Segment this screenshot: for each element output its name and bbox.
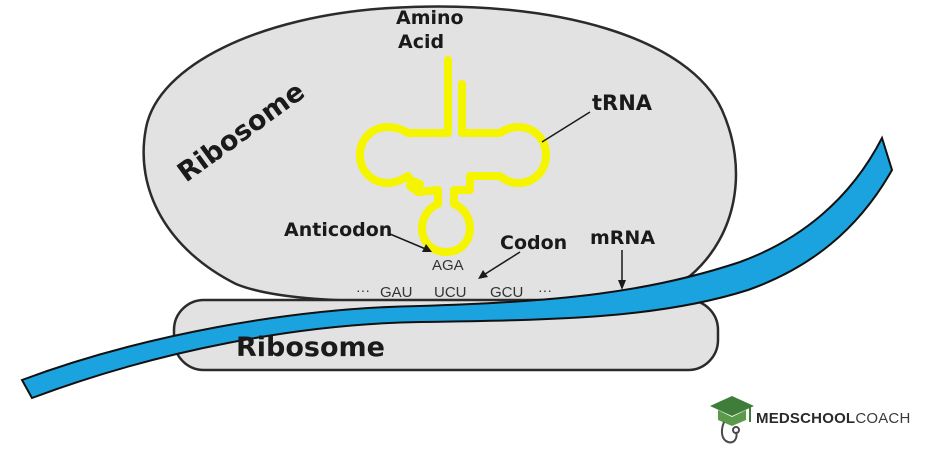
codon-label: Codon xyxy=(500,232,567,254)
codon-arrowhead xyxy=(478,270,488,279)
amino-acid-label-line1: Amino xyxy=(396,7,464,29)
anticodon-arrow xyxy=(389,233,429,251)
amino-acid-label-line2: Acid xyxy=(398,31,444,53)
logo-wordmark: MEDSCHOOLCOACH xyxy=(756,410,910,427)
logo-text-bold: MEDSCHOOL xyxy=(756,410,856,427)
trna-pointer xyxy=(541,111,591,143)
anticodon-sequence: AGA xyxy=(432,257,464,274)
mrna-strand xyxy=(20,135,894,400)
graduation-cap-stethoscope-icon xyxy=(710,396,754,444)
logo-text-light: COACH xyxy=(855,410,911,427)
codon-gcu: GCU xyxy=(490,284,523,301)
ellipsis-right: ··· xyxy=(538,282,552,298)
ellipsis-left: ··· xyxy=(356,282,370,298)
codon-ucu: UCU xyxy=(434,284,467,301)
medschoolcoach-logo: MEDSCHOOLCOACH xyxy=(708,392,928,448)
mrna-label: mRNA xyxy=(590,227,655,249)
trna-molecule xyxy=(356,56,550,256)
anticodon-label: Anticodon xyxy=(284,219,392,241)
mrna-arrowhead xyxy=(618,280,626,290)
codon-arrow xyxy=(481,251,521,277)
anticodon-arrowhead xyxy=(422,244,432,252)
trna-label: tRNA xyxy=(592,91,653,115)
ribosome-small-label: Ribosome xyxy=(236,332,385,363)
codon-gau: GAU xyxy=(380,284,413,301)
